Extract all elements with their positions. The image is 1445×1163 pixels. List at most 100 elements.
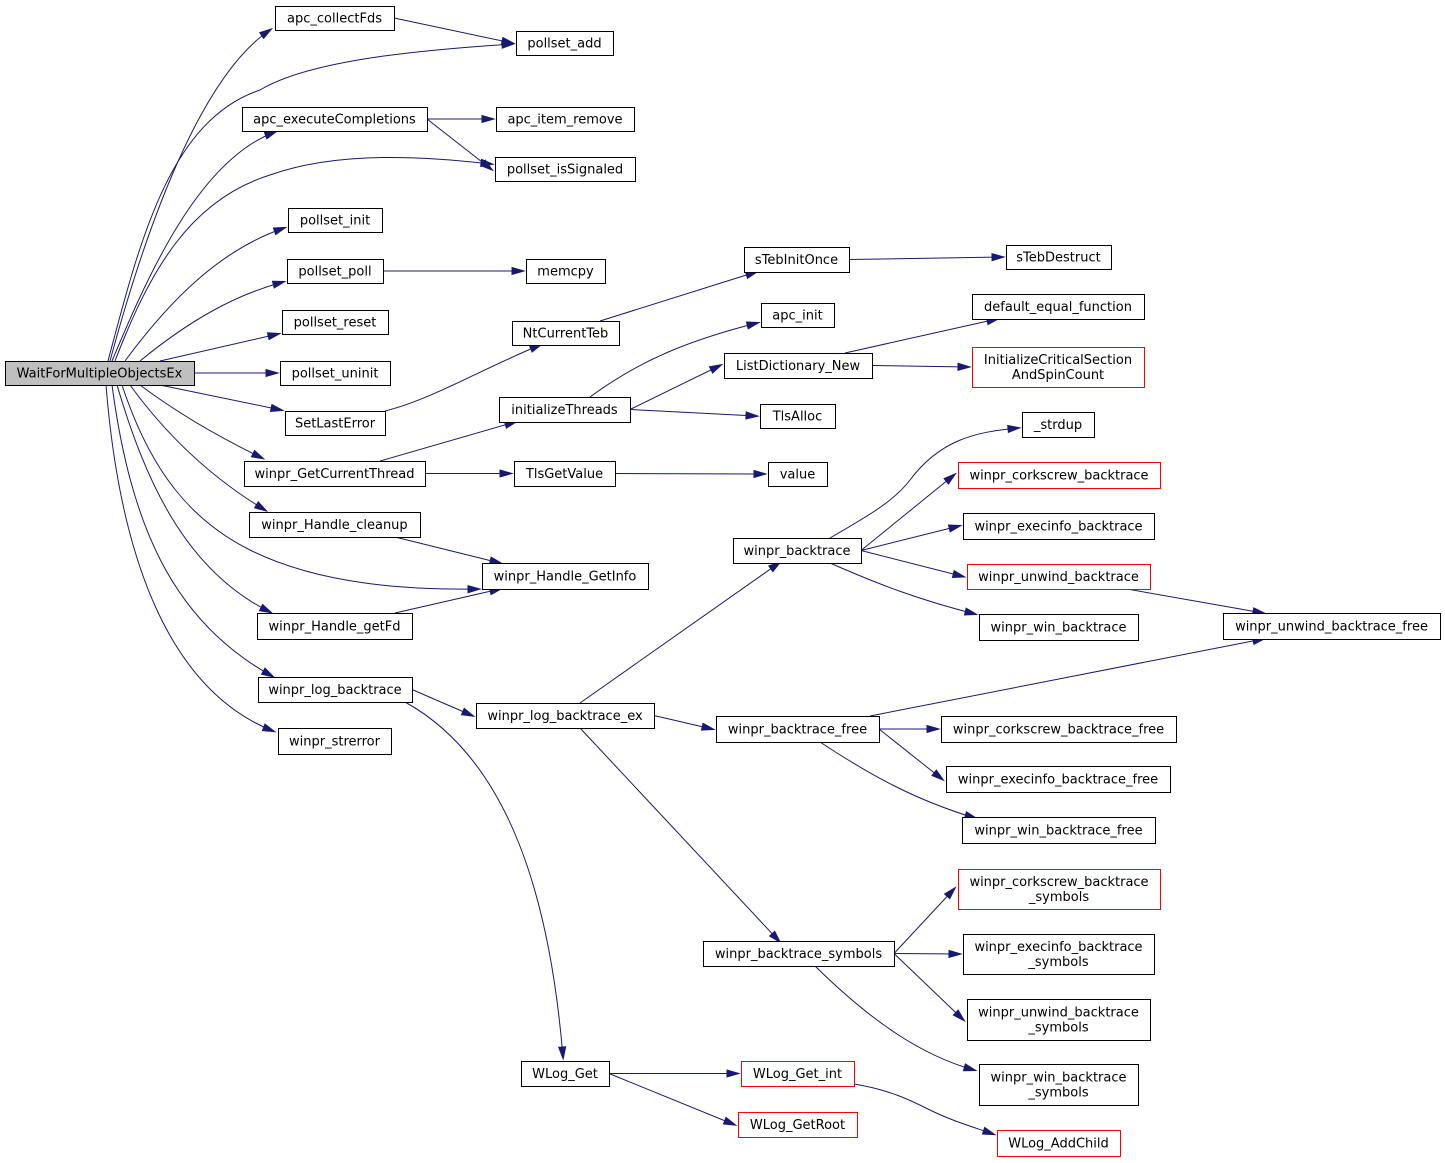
node-winpr-backtrace[interactable]: winpr_backtrace <box>733 538 862 564</box>
node-box[interactable] <box>724 353 873 379</box>
node-pollset-init[interactable]: pollset_init <box>288 208 383 233</box>
node-box[interactable] <box>941 716 1177 743</box>
node-winpr-backtrace-symbols[interactable]: winpr_backtrace_symbols <box>703 941 895 967</box>
node--strdup[interactable]: _strdup <box>1022 412 1095 438</box>
node-root[interactable]: WaitForMultipleObjectsEx <box>5 361 195 386</box>
node-winpr-win-backtrace[interactable]: winpr_win_backtrace <box>979 614 1139 641</box>
node-winpr-log-backtrace-ex[interactable]: winpr_log_backtrace_ex <box>476 703 655 729</box>
node-box[interactable] <box>768 462 828 487</box>
node-wlog-get-int[interactable]: WLog_Get_int <box>741 1061 855 1087</box>
node-box[interactable] <box>703 941 895 967</box>
node-box[interactable] <box>526 259 606 284</box>
node-wlog-addchild[interactable]: WLog_AddChild <box>997 1130 1121 1157</box>
node-box[interactable] <box>760 404 836 429</box>
node-pollset-reset[interactable]: pollset_reset <box>282 310 389 335</box>
node-winpr-corkscrew-backtrace-symbols[interactable]: winpr_corkscrew_backtrace_symbols <box>958 869 1161 910</box>
node-box[interactable] <box>512 321 620 346</box>
node-box[interactable] <box>997 1130 1121 1157</box>
node-listdictionary-new[interactable]: ListDictionary_New <box>724 353 873 379</box>
node-box[interactable] <box>275 6 395 31</box>
node-tlsgetvalue[interactable]: TlsGetValue <box>514 461 616 487</box>
node-box[interactable] <box>716 716 880 743</box>
node-box[interactable] <box>285 411 386 436</box>
node-winpr-unwind-backtrace[interactable]: winpr_unwind_backtrace <box>967 564 1151 590</box>
node-wlog-get[interactable]: WLog_Get <box>521 1061 610 1087</box>
node-box[interactable] <box>979 1064 1139 1106</box>
node-box[interactable] <box>516 31 614 56</box>
node-winpr-win-backtrace-symbols[interactable]: winpr_win_backtrace_symbols <box>979 1064 1139 1106</box>
node-box[interactable] <box>963 513 1155 540</box>
node-box[interactable] <box>967 564 1151 590</box>
node-winpr-execinfo-backtrace-symbols[interactable]: winpr_execinfo_backtrace_symbols <box>963 934 1155 975</box>
node-tlsalloc[interactable]: TlsAlloc <box>760 404 836 429</box>
node-box[interactable] <box>495 157 636 182</box>
node-pollset-issignaled[interactable]: pollset_isSignaled <box>495 157 636 182</box>
node-box[interactable] <box>5 361 195 386</box>
node-box[interactable] <box>972 347 1145 388</box>
node-winpr-execinfo-backtrace-free[interactable]: winpr_execinfo_backtrace_free <box>946 766 1171 793</box>
node-winpr-handle-getfd[interactable]: winpr_Handle_getFd <box>257 613 413 640</box>
node-winpr-handle-cleanup[interactable]: winpr_Handle_cleanup <box>249 512 421 538</box>
node-box[interactable] <box>1006 245 1112 270</box>
node-box[interactable] <box>962 817 1156 844</box>
node-box[interactable] <box>244 461 426 487</box>
node-box[interactable] <box>963 934 1155 975</box>
node-box[interactable] <box>476 703 655 729</box>
node-apc-init[interactable]: apc_init <box>761 303 835 328</box>
node-box[interactable] <box>979 614 1139 641</box>
node-winpr-win-backtrace-free[interactable]: winpr_win_backtrace_free <box>962 817 1156 844</box>
node-box[interactable] <box>967 999 1151 1041</box>
node-apc-item-remove[interactable]: apc_item_remove <box>496 107 635 132</box>
node-box[interactable] <box>1022 412 1095 438</box>
node-box[interactable] <box>278 728 392 755</box>
node-winpr-log-backtrace[interactable]: winpr_log_backtrace <box>258 677 413 703</box>
node-box[interactable] <box>288 208 383 233</box>
node-stebdestruct[interactable]: sTebDestruct <box>1006 245 1112 270</box>
node-wlog-getroot[interactable]: WLog_GetRoot <box>738 1112 858 1138</box>
node-box[interactable] <box>1223 613 1441 640</box>
node-winpr-unwind-backtrace-symbols[interactable]: winpr_unwind_backtrace_symbols <box>967 999 1151 1041</box>
node-box[interactable] <box>482 563 649 590</box>
node-box[interactable] <box>282 310 389 335</box>
node-winpr-backtrace-free[interactable]: winpr_backtrace_free <box>716 716 880 743</box>
node-box[interactable] <box>514 461 616 487</box>
node-box[interactable] <box>744 247 850 273</box>
node-box[interactable] <box>249 512 421 538</box>
node-box[interactable] <box>258 677 413 703</box>
node-box[interactable] <box>958 462 1161 489</box>
node-value[interactable]: value <box>768 462 828 487</box>
node-apc-collectfds[interactable]: apc_collectFds <box>275 6 395 31</box>
node-winpr-strerror[interactable]: winpr_strerror <box>278 728 392 755</box>
node-pollset-add[interactable]: pollset_add <box>516 31 614 56</box>
node-box[interactable] <box>280 361 391 386</box>
node-box[interactable] <box>958 869 1161 910</box>
node-box[interactable] <box>521 1061 610 1087</box>
node-pollset-poll[interactable]: pollset_poll <box>287 259 384 284</box>
node-box[interactable] <box>257 613 413 640</box>
node-pollset-uninit[interactable]: pollset_uninit <box>280 361 391 386</box>
node-setlasterror[interactable]: SetLastError <box>285 411 386 436</box>
node-box[interactable] <box>242 107 428 132</box>
node-winpr-getcurrentthread[interactable]: winpr_GetCurrentThread <box>244 461 426 487</box>
node-winpr-handle-getinfo[interactable]: winpr_Handle_GetInfo <box>482 563 649 590</box>
node-box[interactable] <box>287 259 384 284</box>
node-initializethreads[interactable]: initializeThreads <box>499 397 631 423</box>
node-memcpy[interactable]: memcpy <box>526 259 606 284</box>
node-stebinitonce[interactable]: sTebInitOnce <box>744 247 850 273</box>
node-winpr-corkscrew-backtrace-free[interactable]: winpr_corkscrew_backtrace_free <box>941 716 1177 743</box>
node-default-equal-function[interactable]: default_equal_function <box>972 294 1145 320</box>
node-box[interactable] <box>499 397 631 423</box>
node-box[interactable] <box>741 1061 855 1087</box>
node-apc-executecompletions[interactable]: apc_executeCompletions <box>242 107 428 132</box>
node-box[interactable] <box>761 303 835 328</box>
node-box[interactable] <box>496 107 635 132</box>
node-winpr-corkscrew-backtrace[interactable]: winpr_corkscrew_backtrace <box>958 462 1161 489</box>
node-ntcurrentteb[interactable]: NtCurrentTeb <box>512 321 620 346</box>
node-box[interactable] <box>738 1112 858 1138</box>
node-box[interactable] <box>946 766 1171 793</box>
node-winpr-execinfo-backtrace[interactable]: winpr_execinfo_backtrace <box>963 513 1155 540</box>
node-box[interactable] <box>733 538 862 564</box>
node-box[interactable] <box>972 294 1145 320</box>
node-winpr-unwind-backtrace-free[interactable]: winpr_unwind_backtrace_free <box>1223 613 1441 640</box>
